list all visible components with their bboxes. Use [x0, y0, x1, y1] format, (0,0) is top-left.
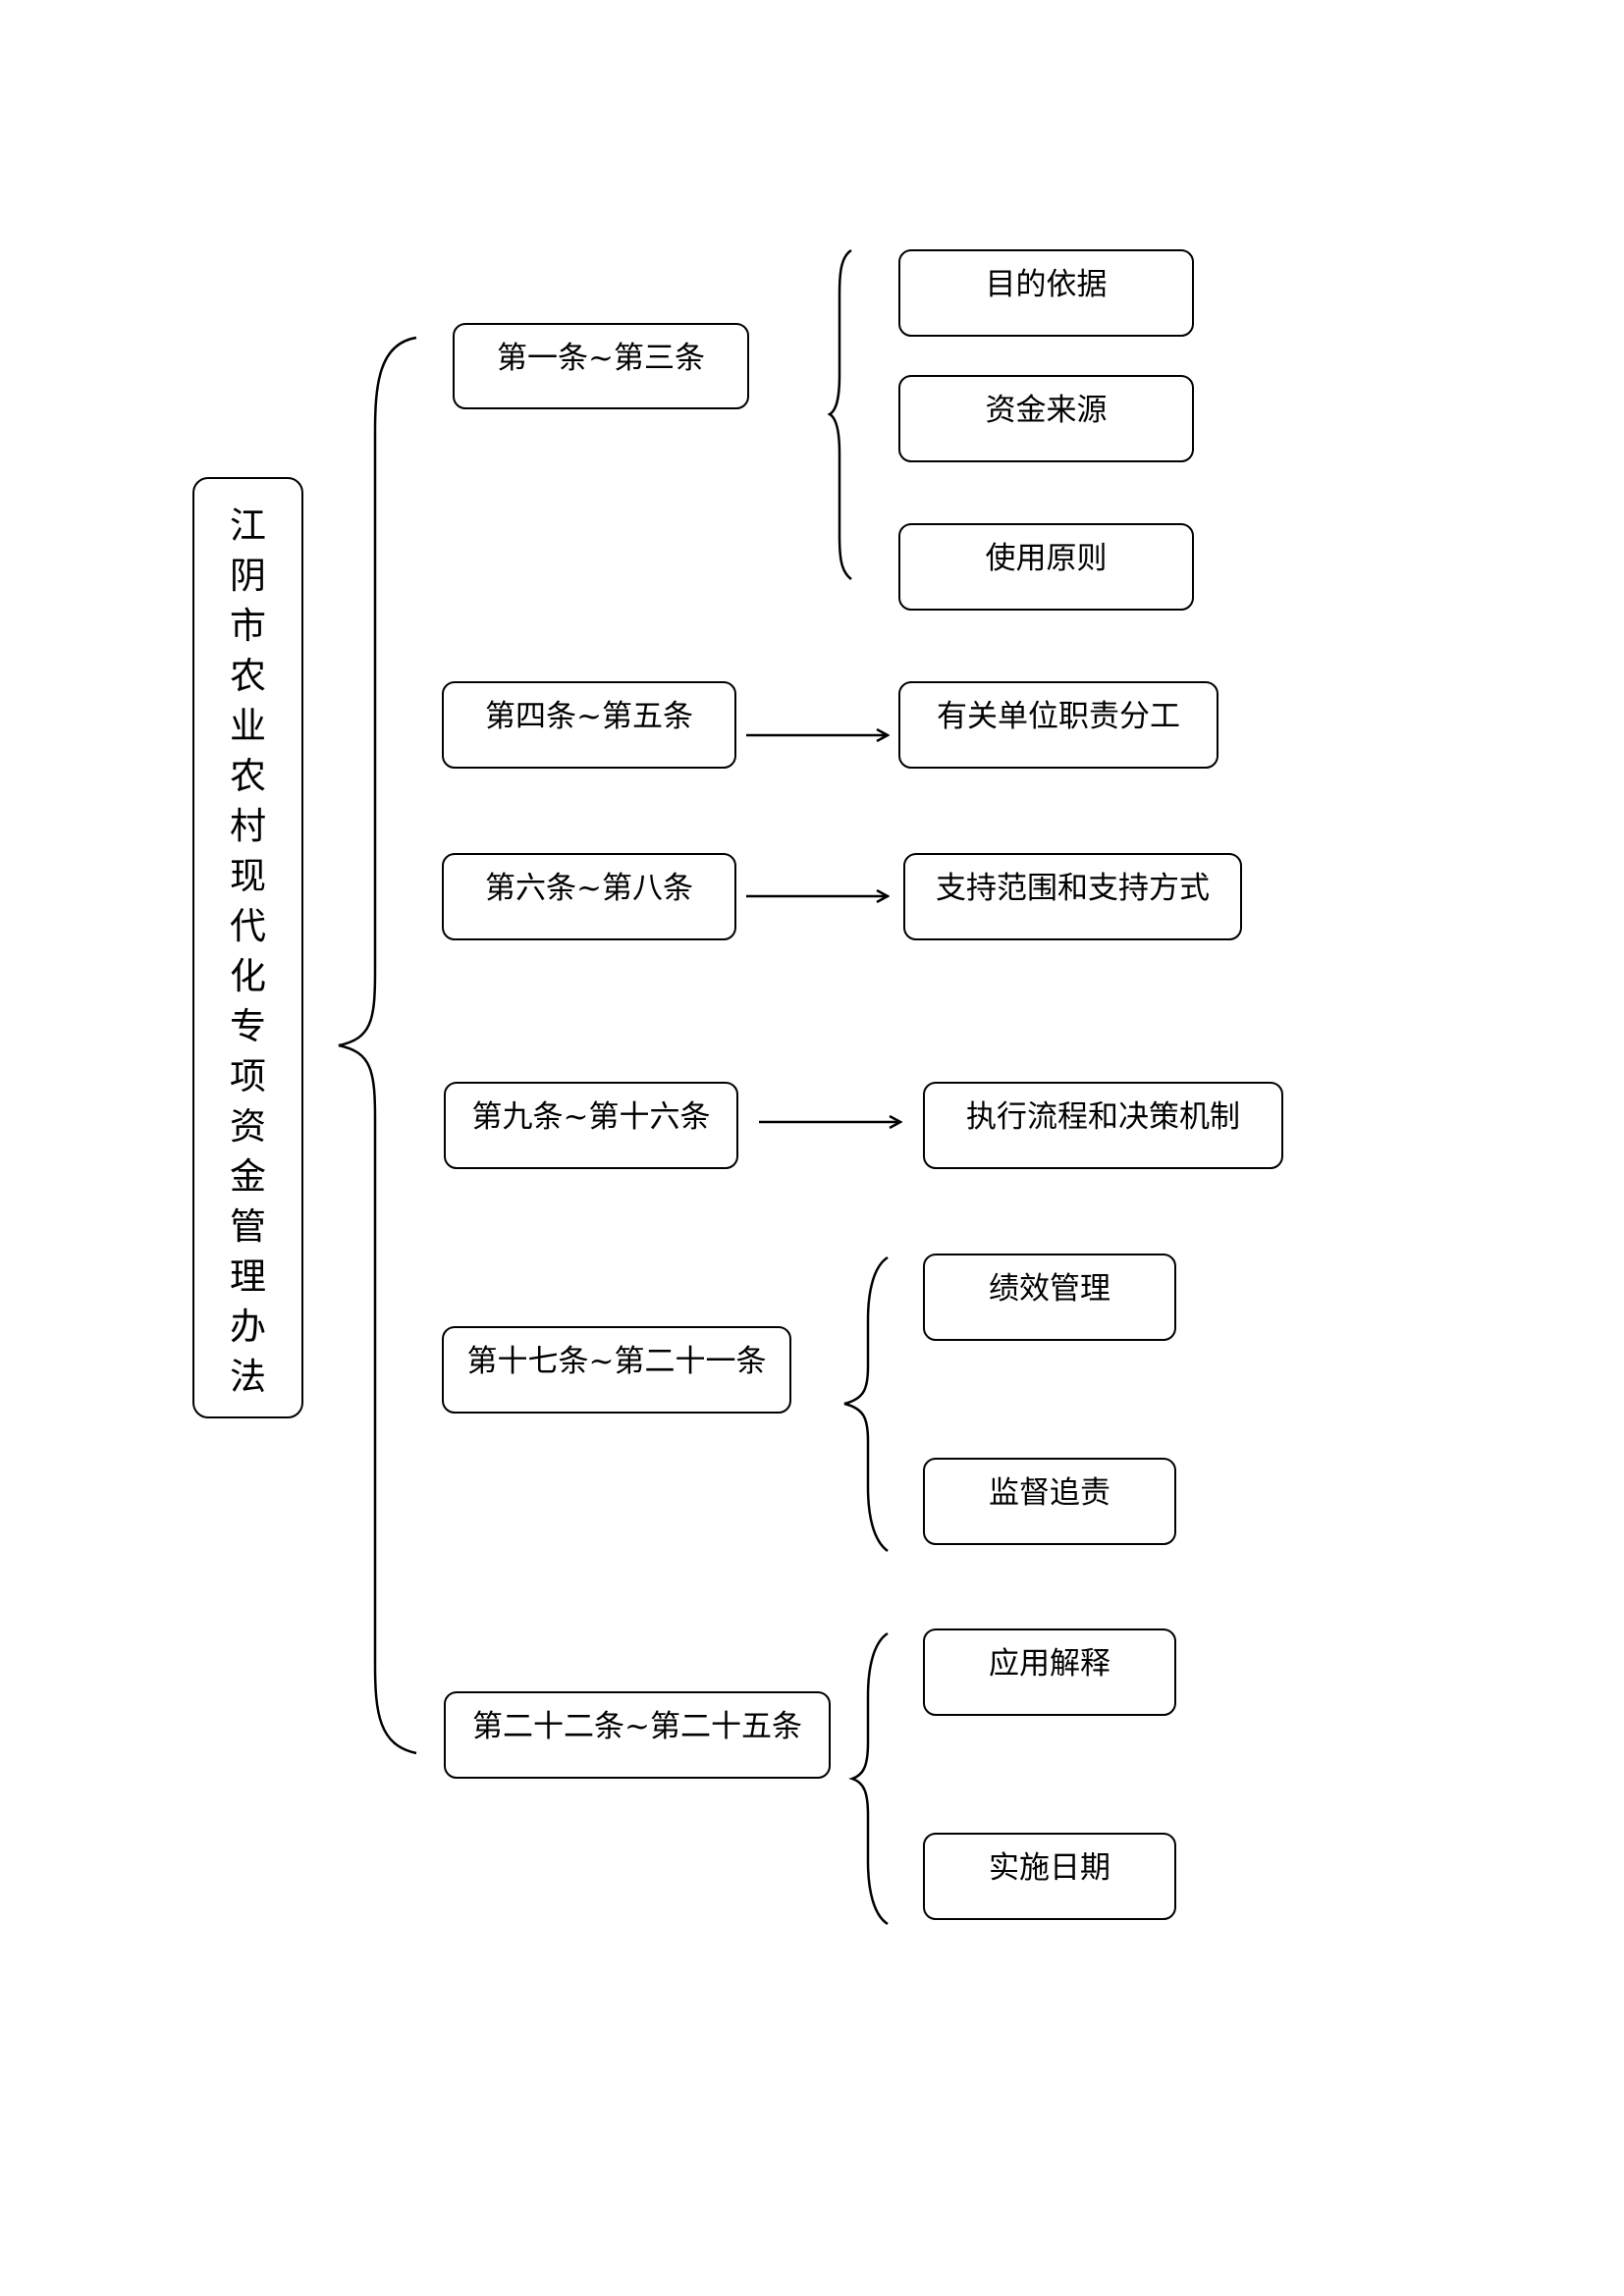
- title-char: 理: [230, 1255, 266, 1298]
- section-label-3: 第六条~第八条: [485, 871, 693, 906]
- child-box-5-2: 监督追责: [923, 1458, 1176, 1545]
- brace-section-6: [848, 1631, 889, 1926]
- title-char: 村: [230, 805, 266, 847]
- section-label-1: 第一条~第三条: [497, 341, 705, 376]
- child-box-6-2: 实施日期: [923, 1833, 1176, 1920]
- brace-section-1: [827, 248, 852, 581]
- title-char: 项: [230, 1055, 266, 1097]
- title-char: 代: [230, 905, 266, 947]
- section-label-4: 第九条~第十六条: [471, 1099, 711, 1135]
- brace-section-5: [843, 1255, 889, 1553]
- section-box-3: 第六条~第八条: [442, 853, 736, 940]
- section-box-1: 第一条~第三条: [453, 323, 749, 409]
- section-box-4: 第九条~第十六条: [444, 1082, 738, 1169]
- section-label-2: 第四条~第五条: [485, 699, 693, 734]
- child-box-4-1: 执行流程和决策机制: [923, 1082, 1283, 1169]
- section-box-5: 第十七条~第二十一条: [442, 1326, 791, 1414]
- child-label-1-1: 目的依据: [985, 267, 1108, 302]
- title-char: 管: [230, 1205, 266, 1248]
- title-char: 法: [230, 1356, 266, 1398]
- child-box-5-1: 绩效管理: [923, 1254, 1176, 1341]
- title-char: 金: [230, 1155, 266, 1198]
- child-box-1-3: 使用原则: [898, 523, 1194, 611]
- title-char: 市: [230, 605, 266, 647]
- child-label-5-2: 监督追责: [989, 1475, 1110, 1511]
- title-char: 化: [230, 955, 266, 997]
- child-label-3-1: 支持范围和支持方式: [936, 871, 1210, 906]
- title-box: 江阴市农业农村现代化专项资金管理办法: [192, 477, 303, 1418]
- child-label-2-1: 有关单位职责分工: [937, 699, 1180, 734]
- title-char: 专: [230, 1005, 266, 1047]
- section-box-6: 第二十二条~第二十五条: [444, 1691, 831, 1779]
- title-char: 农: [230, 655, 266, 697]
- title-char: 阴: [230, 555, 266, 597]
- title-char: 江: [230, 505, 266, 547]
- child-label-1-2: 资金来源: [985, 393, 1108, 428]
- title-char: 业: [230, 705, 266, 747]
- section-box-2: 第四条~第五条: [442, 681, 736, 769]
- child-box-3-1: 支持范围和支持方式: [903, 853, 1242, 940]
- section-label-5: 第十七条~第二十一条: [466, 1344, 767, 1379]
- child-label-6-1: 应用解释: [989, 1646, 1110, 1682]
- section-label-6: 第二十二条~第二十五条: [472, 1709, 802, 1744]
- child-label-6-2: 实施日期: [989, 1850, 1110, 1886]
- title-char: 农: [230, 755, 266, 797]
- child-label-5-1: 绩效管理: [989, 1271, 1110, 1307]
- title-char: 办: [230, 1306, 266, 1348]
- title-char: 资: [230, 1105, 266, 1148]
- child-box-6-1: 应用解释: [923, 1629, 1176, 1716]
- child-box-1-1: 目的依据: [898, 249, 1194, 337]
- child-box-2-1: 有关单位职责分工: [898, 681, 1218, 769]
- title-char: 现: [230, 855, 266, 897]
- child-label-4-1: 执行流程和决策机制: [966, 1099, 1240, 1135]
- main-brace: [338, 336, 417, 1755]
- title-text: 江阴市农业农村现代化专项资金管理办法: [194, 501, 301, 1402]
- child-label-1-3: 使用原则: [985, 541, 1108, 576]
- child-box-1-2: 资金来源: [898, 375, 1194, 462]
